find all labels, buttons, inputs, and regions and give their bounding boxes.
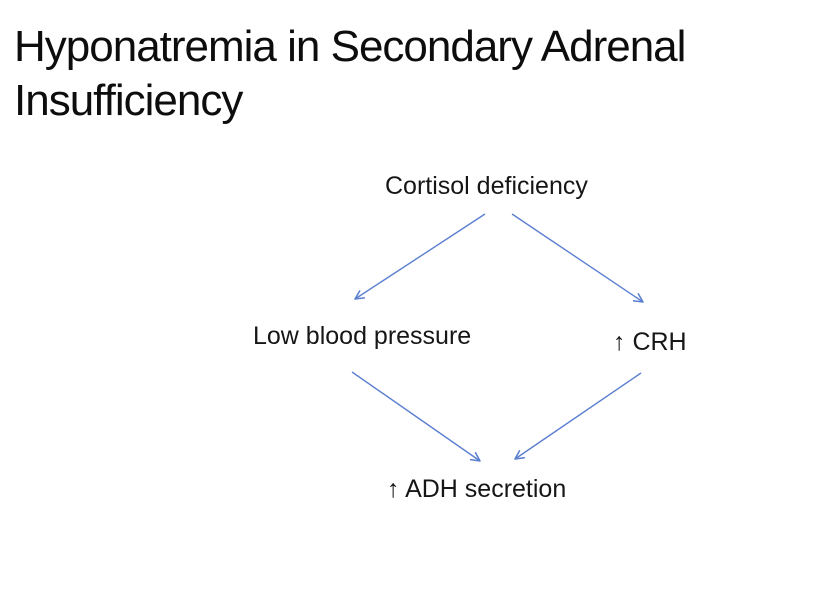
connector-crh-to-adh [514, 372, 642, 460]
node-low-blood-pressure: Low blood pressure [253, 322, 472, 350]
connector-cortisol-to-low_bp [354, 213, 486, 300]
connector-cortisol-to-crh [511, 213, 644, 303]
slide-title: Hyponatremia in Secondary Adrenal Insuff… [14, 22, 686, 125]
connector-low_bp-to-adh [351, 371, 481, 462]
node-increased-crh: ↑ CRH [613, 328, 687, 356]
node-cortisol-deficiency: Cortisol deficiency [385, 172, 588, 200]
node-increased-adh-secretion: ↑ ADH secretion [387, 475, 567, 503]
